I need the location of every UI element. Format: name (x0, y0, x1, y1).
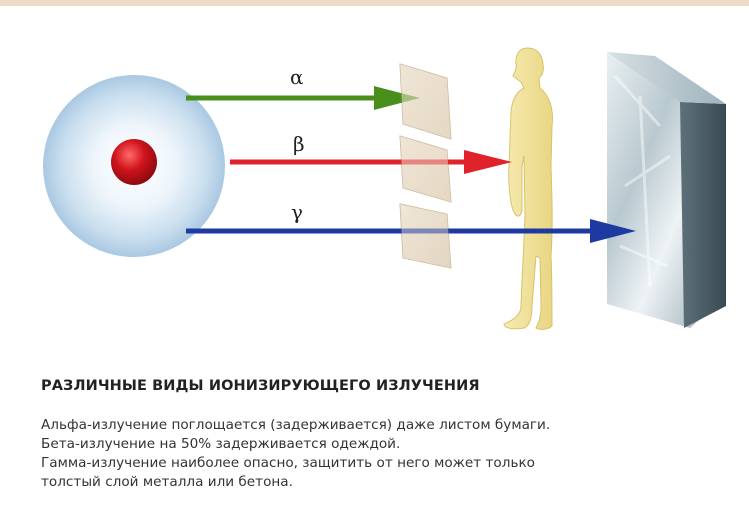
caption-line: Бета-излучение на 50% задерживается одеж… (41, 435, 731, 454)
alpha-ray (186, 86, 420, 110)
radiation-diagram: α β γ (0, 6, 749, 366)
concrete-block (607, 52, 726, 328)
caption-line: толстый слой металла или бетона. (41, 473, 731, 492)
caption-line: Альфа-излучение поглощается (задерживает… (41, 416, 731, 435)
caption-body: Альфа-излучение поглощается (задерживает… (41, 416, 731, 492)
caption-line: Гамма-излучение наиболее опасно, защитит… (41, 454, 731, 473)
gamma-label: γ (291, 200, 303, 224)
block-side (680, 102, 726, 328)
caption-title: РАЗЛИЧНЫЕ ВИДЫ ИОНИЗИРУЮЩЕГО ИЗЛУЧЕНИЯ (41, 378, 480, 394)
beta-ray (230, 150, 512, 174)
human-figure (504, 48, 553, 329)
beta-arrowhead (464, 150, 512, 174)
beta-label: β (293, 132, 305, 156)
alpha-label: α (290, 65, 304, 89)
nucleus (111, 139, 157, 185)
